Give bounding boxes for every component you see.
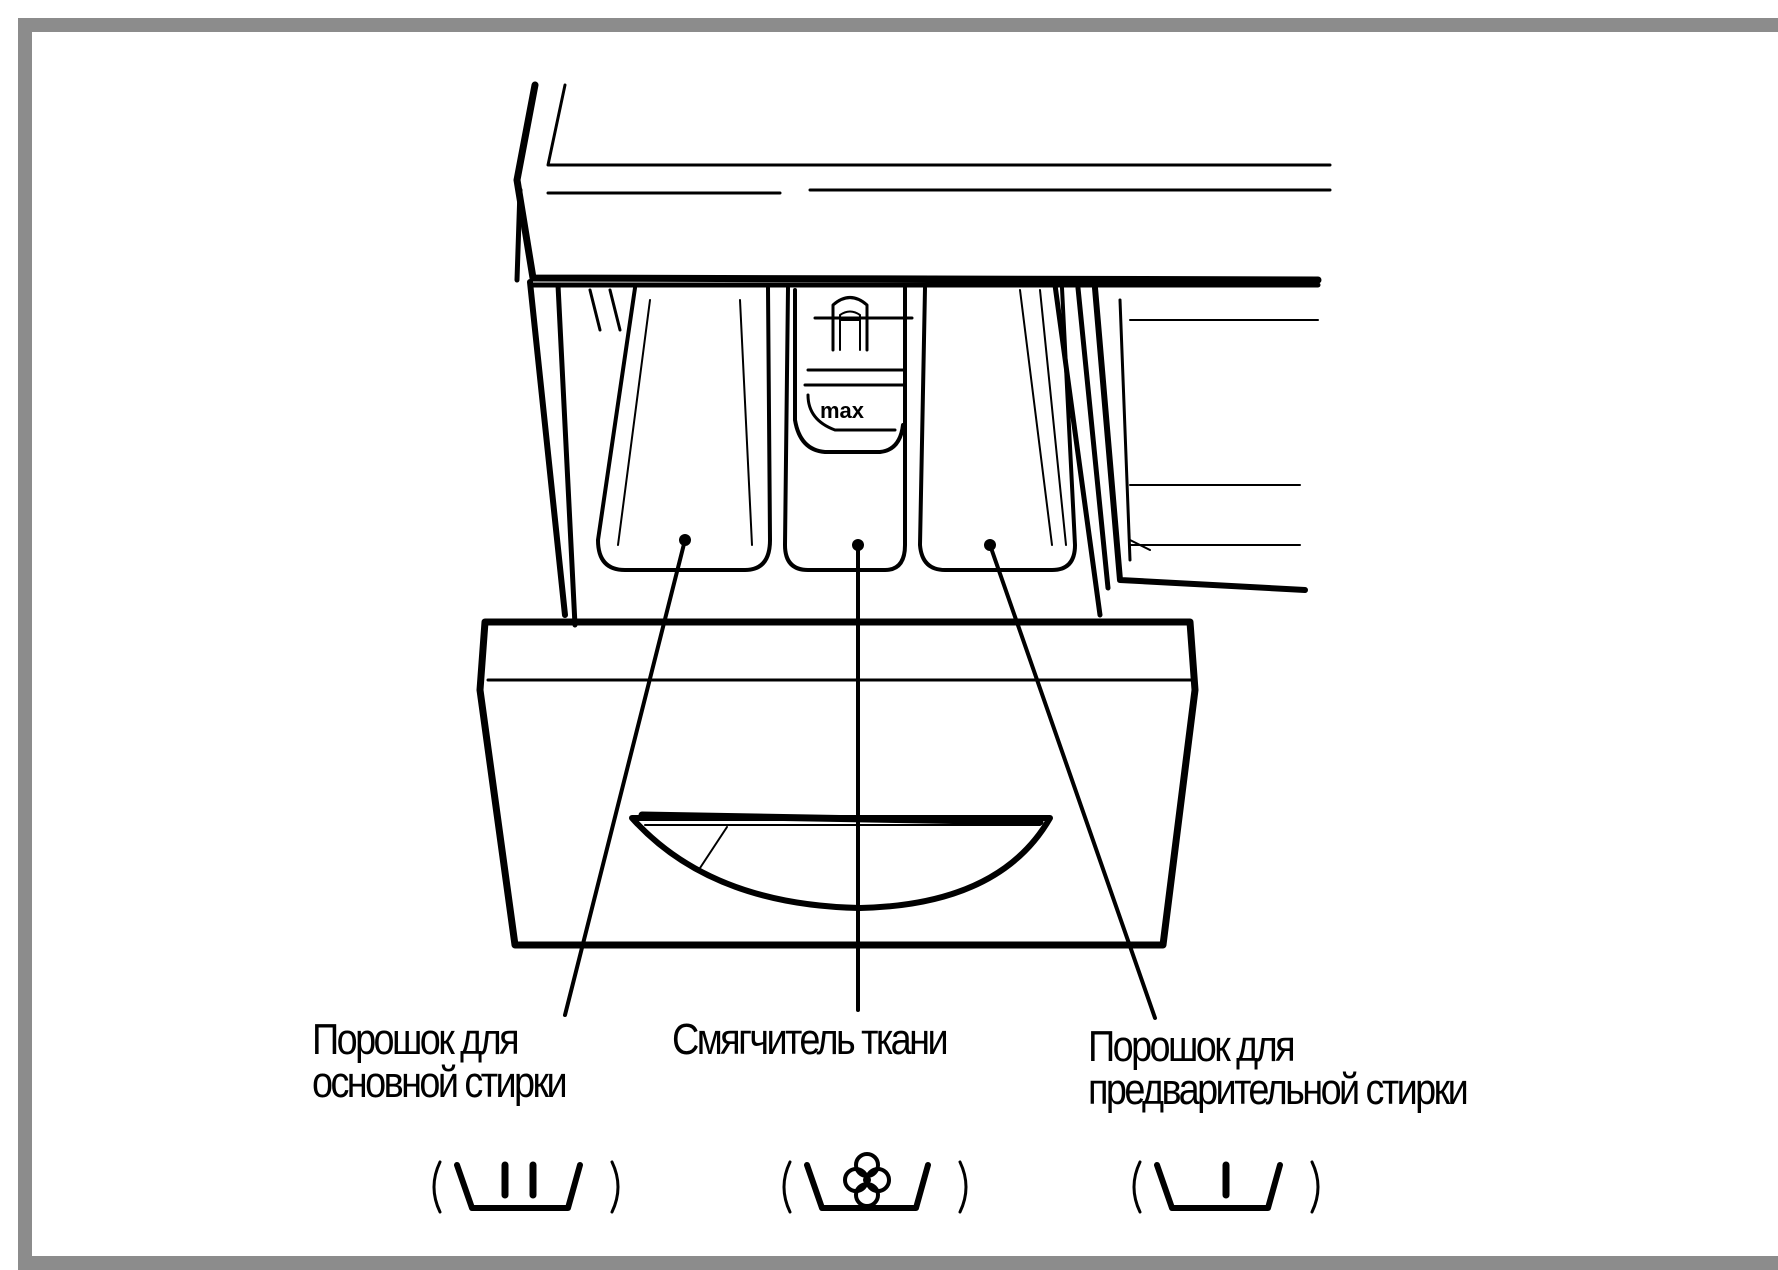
label-prewash-line2: предварительной стирки bbox=[1088, 1065, 1469, 1114]
label-softener-line1: Смягчитель ткани bbox=[672, 1015, 949, 1064]
label-main-wash-line1: Порошок для bbox=[312, 1015, 520, 1064]
label-prewash-line1: Порошок для bbox=[1088, 1022, 1296, 1071]
label-prewash: Порошок для предварительной стирки bbox=[1088, 1022, 1469, 1114]
max-level-mark: max bbox=[820, 398, 865, 423]
drawer-right-rails bbox=[1052, 282, 1319, 618]
compartment-main-wash bbox=[596, 286, 772, 572]
label-softener: Смягчитель ткани bbox=[672, 1015, 949, 1064]
machine-top-panel bbox=[513, 81, 1332, 288]
leader-lines bbox=[563, 534, 1157, 1020]
symbol-main-wash bbox=[432, 1160, 620, 1214]
drawer-handle bbox=[629, 811, 1053, 911]
compartment-softener: max bbox=[783, 286, 914, 572]
flower-icon bbox=[843, 1152, 891, 1208]
figure-frame bbox=[18, 18, 1778, 1258]
drawer-left-rails bbox=[527, 279, 622, 628]
symbol-prewash bbox=[1132, 1160, 1320, 1214]
label-main-wash-line2: основной стирки bbox=[312, 1058, 568, 1107]
label-main-wash: Порошок для основной стирки bbox=[312, 1015, 568, 1107]
symbol-softener bbox=[782, 1152, 968, 1214]
compartment-prewash bbox=[918, 286, 1077, 572]
drawer-front bbox=[476, 618, 1199, 949]
figure-frame-bottom bbox=[18, 1256, 1778, 1270]
